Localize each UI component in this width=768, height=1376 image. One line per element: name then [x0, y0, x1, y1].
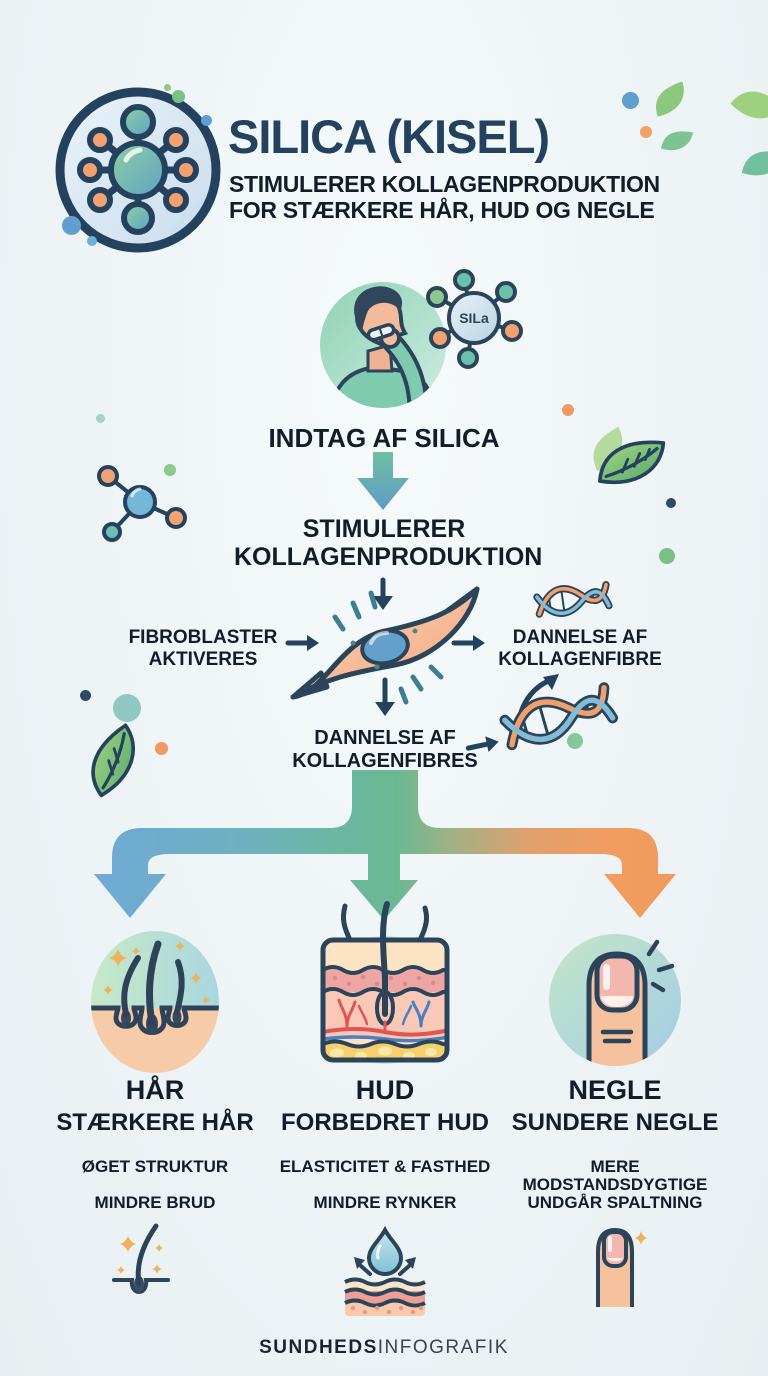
intake-label: INDTAG AF SILICA	[268, 423, 500, 453]
nail-sparkle-mini-icon	[582, 1222, 652, 1307]
decor-dot	[640, 126, 652, 138]
leaf-icon	[658, 125, 696, 156]
formation-right-label-line2: KOLLAGENFIBRE	[498, 649, 662, 670]
column-skin-title: HUD	[355, 1075, 415, 1105]
stimulate-label-line2: KOLLAGENPRODUKTION	[234, 543, 543, 571]
arrow-right-icon	[285, 632, 320, 654]
decor-dot	[201, 115, 212, 126]
skin-layers-icon	[315, 898, 455, 1070]
leaf-icon	[726, 75, 768, 135]
formation-center-label-line1: DANNELSE AF	[314, 727, 456, 749]
big-down-arrow	[357, 452, 409, 510]
arrow-down-icon	[372, 677, 398, 718]
page-title: SILICA (KISEL)	[228, 110, 550, 163]
decor-dot	[96, 414, 105, 423]
leaf-icon	[646, 79, 693, 120]
dna-helix-icon	[530, 574, 615, 626]
decor-dot	[666, 498, 676, 508]
stimulate-label-line1: STIMULERER	[302, 515, 466, 543]
silica-molecule-logo	[52, 84, 228, 260]
footer-brand-light: INFOGRAFIK	[377, 1337, 509, 1358]
arrow-right-icon	[451, 632, 486, 654]
column-hair-subtitle: STÆRKERE HÅR	[56, 1109, 254, 1136]
column-hair-title: HÅR	[125, 1075, 185, 1105]
decor-dot	[164, 84, 171, 91]
column-nail-benefit1: MERE MODSTANDSDYGTIGE	[522, 1157, 708, 1195]
person-taking-silica-icon	[318, 281, 448, 411]
decor-dot	[87, 236, 97, 246]
column-hair-benefit1: ØGET STRUKTUR	[81, 1157, 229, 1176]
skin-hydration-mini-icon	[340, 1224, 430, 1316]
molecule-label: SILa	[459, 310, 489, 326]
decor-dot	[80, 690, 91, 701]
page-subtitle-line1: STIMULERER KOLLAGENPRODUKTION	[229, 171, 660, 197]
leaf-icon	[597, 432, 668, 493]
molecule-decoration-icon	[88, 452, 198, 552]
footer-brand: SUNDHEDSINFOGRAFIK	[0, 1337, 768, 1359]
leaf-icon	[73, 721, 155, 800]
decor-dot	[622, 92, 639, 109]
fibroblast-cell-icon	[285, 575, 485, 725]
decor-dot	[172, 90, 185, 103]
silica-molecule-icon: SILa	[424, 268, 524, 369]
column-nail-subtitle: SUNDERE NEGLE	[511, 1109, 719, 1136]
decor-dot	[562, 404, 574, 416]
decor-dot	[659, 548, 675, 564]
decor-dot	[567, 733, 583, 749]
column-skin-benefit2: MINDRE RYNKER	[313, 1193, 457, 1212]
page-subtitle-line2: FOR STÆRKERE HÅR, HUD OG NEGLE	[229, 197, 655, 223]
column-nail-benefit2: UNDGÅR SPALTNING	[527, 1193, 703, 1212]
decor-dot	[113, 694, 141, 722]
arrow-down-icon	[370, 577, 396, 612]
dna-helix-icon	[492, 671, 622, 762]
column-nail-title: NEGLE	[568, 1075, 662, 1105]
fibroblast-label-line1: FIBROBLASTER	[128, 627, 278, 648]
column-hair-benefit2: MINDRE BRUD	[94, 1193, 216, 1212]
branch-arrows	[0, 770, 768, 930]
arrow-right-icon	[464, 731, 502, 760]
hair-sparkle-mini-icon	[112, 1222, 192, 1307]
decor-dot	[155, 742, 168, 755]
hair-follicle-icon	[91, 928, 228, 1076]
formation-right-label-line1: DANNELSE AF	[512, 627, 648, 648]
fibroblast-label-line2: AKTIVERES	[148, 649, 258, 670]
leaf-icon	[580, 422, 637, 476]
decor-dot	[62, 216, 81, 235]
formation-center-label-line2: KOLLAGENFIBRES	[292, 750, 478, 772]
footer-brand-bold: SUNDHEDS	[259, 1337, 378, 1358]
fingernail-icon	[545, 928, 685, 1072]
column-skin-subtitle: FORBEDRET HUD	[281, 1109, 489, 1136]
leaf-icon	[739, 142, 768, 184]
column-skin-benefit1: ELASTICITET & FASTHED	[279, 1157, 491, 1176]
